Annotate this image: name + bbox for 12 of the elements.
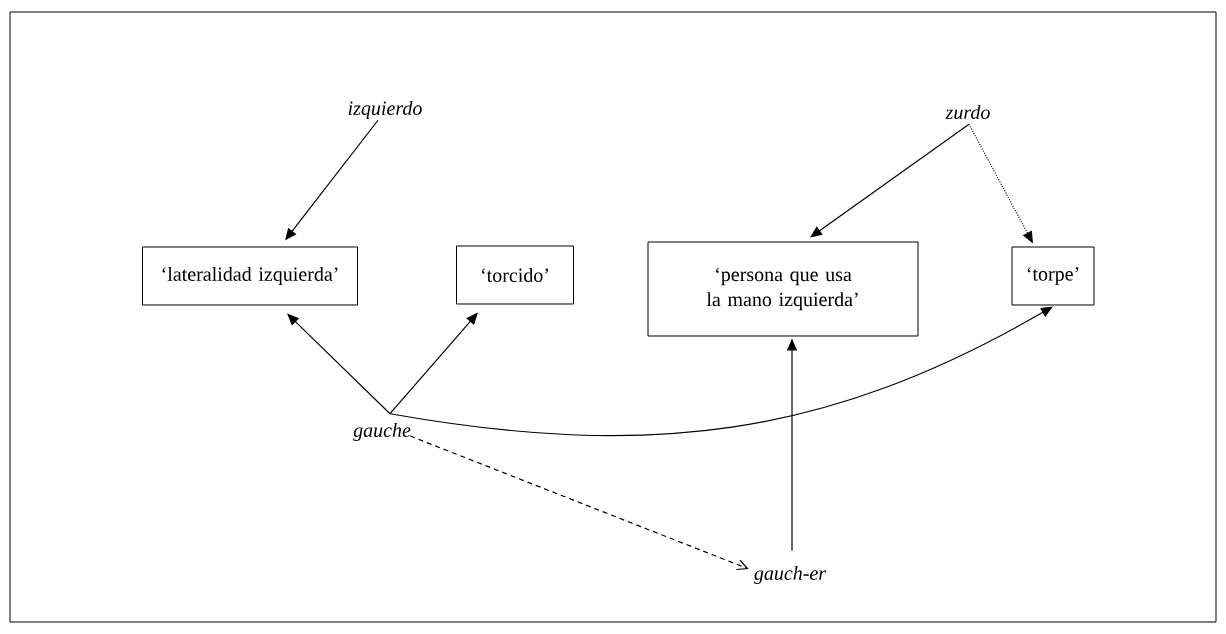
text-box: ‘persona que usa la mano izquierda’ <box>647 241 919 337</box>
text-box: ‘torpe’ <box>1011 246 1095 306</box>
arrow <box>409 435 749 571</box>
text-box: ‘lateralidad izquierda’ <box>142 246 358 306</box>
word-label: gauche <box>353 422 411 442</box>
arrow <box>389 306 1053 437</box>
text-box: ‘torcido’ <box>456 245 574 305</box>
word-label: zurdo <box>945 104 990 120</box>
arrow <box>810 123 970 238</box>
arrow <box>287 313 391 415</box>
word-label: gauch-er <box>753 565 827 585</box>
word-label: izquierdo <box>348 100 422 120</box>
